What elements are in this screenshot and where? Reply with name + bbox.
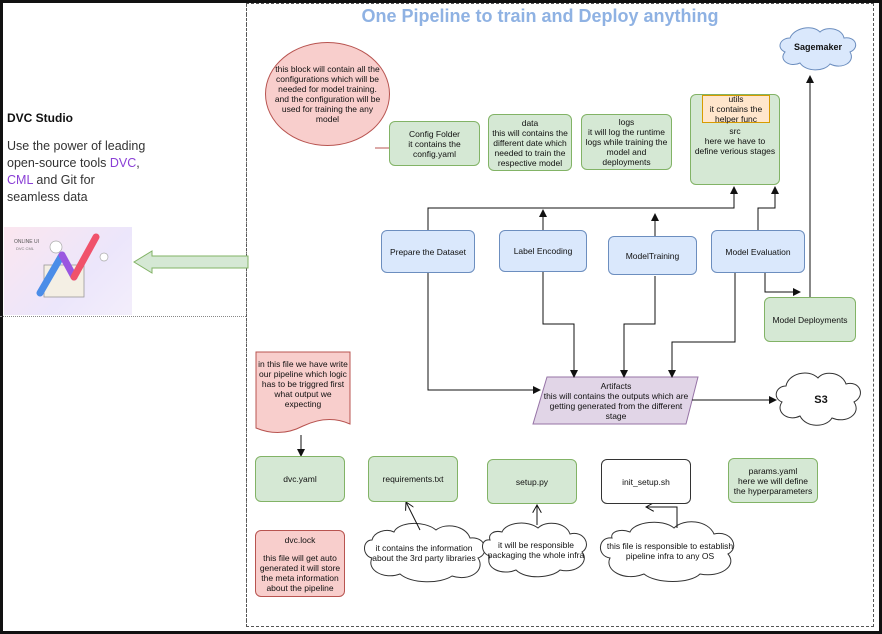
sagemaker-cloud — [779, 27, 857, 71]
requirements-cloud-label: it contains the information about the 3r… — [372, 543, 476, 563]
s3-label: S3 — [814, 394, 828, 406]
pipeline-note-label: in this file we have write our pipeline … — [258, 359, 348, 409]
config-note-circle: this block will contain all the configur… — [265, 42, 390, 146]
sagemaker-label: Sagemaker — [793, 42, 843, 52]
illustration-red-stroke — [70, 233, 100, 281]
dvc-studio-thumbnail[interactable]: ONLINE UI DVC CML — [4, 227, 132, 315]
window-frame-left — [0, 0, 3, 634]
connector-evaluation-to-deployments — [764, 272, 801, 296]
prepare-dataset-box[interactable]: Prepare the Dataset — [381, 230, 475, 273]
artifacts-sub: this will contains the outputs which are… — [543, 391, 689, 421]
connector-prepare-to-src — [427, 186, 738, 230]
dvc-yaml-box[interactable]: dvc.yaml — [255, 456, 345, 502]
model-deployments-box[interactable]: Model Deployments — [764, 297, 856, 342]
connector-label-to-artifacts — [542, 272, 578, 378]
dvc-lock-sub: this file will get auto generated it wil… — [259, 552, 341, 593]
requirements-box[interactable]: requirements.txt — [368, 456, 458, 502]
src-folder-title: src — [729, 126, 741, 136]
thumb-text-2: DVC CML — [16, 246, 35, 251]
artifacts-label: Artifacts this will contains the outputs… — [540, 378, 692, 424]
data-folder-title: data — [521, 117, 539, 128]
connector-evaluation-to-src — [757, 186, 779, 230]
label-encoding-box[interactable]: Label Encoding — [499, 230, 587, 272]
data-folder-sub: this will contains the different date wh… — [492, 127, 568, 168]
params-sub: here we will define the hyperparameters — [733, 475, 813, 496]
window-frame-bottom — [0, 631, 882, 634]
config-folder-box[interactable]: Config Folder it contains the config.yam… — [389, 121, 480, 166]
diagram-title: One Pipeline to train and Deploy anythin… — [361, 6, 719, 26]
canvas-border — [246, 3, 874, 627]
connector-evaluation-to-artifacts — [668, 272, 736, 378]
window-frame-right — [879, 0, 882, 634]
dvc-desc-part-1: Use the power of leading open-source too… — [7, 139, 146, 170]
logs-folder-title: logs — [618, 117, 635, 127]
utils-sub: it contains the helper func — [709, 104, 763, 124]
requirements-cloud — [364, 523, 486, 583]
params-title: params.yaml — [748, 465, 798, 476]
data-folder-box[interactable]: data this will contains the different da… — [488, 114, 572, 171]
illustration-dot — [99, 252, 109, 262]
connector-requirements-cloud — [406, 502, 421, 531]
artifacts-title: Artifacts — [600, 381, 632, 391]
config-folder-title: Config Folder — [408, 128, 461, 139]
cml-link[interactable]: CML — [7, 173, 33, 187]
dvc-lock-box[interactable]: dvc.lock this file will get auto generat… — [255, 530, 345, 597]
window-frame-top — [0, 0, 882, 3]
left-panel-divider — [0, 316, 246, 317]
init-setup-box[interactable]: init_setup.sh — [601, 459, 691, 504]
config-folder-sub: it contains the config.yaml — [408, 138, 461, 159]
model-evaluation-box[interactable]: Model Evaluation — [711, 230, 805, 273]
logs-folder-box[interactable]: logs it will log the runtime logs while … — [581, 114, 672, 170]
utils-box[interactable]: utils it contains the helper func — [702, 94, 770, 124]
thumb-text-1: ONLINE UI — [14, 239, 39, 245]
src-folder-sub: here we have to define verious stages — [694, 136, 776, 156]
pipeline-note-shape — [255, 351, 351, 433]
illustration-purple-stroke — [58, 251, 78, 281]
params-yaml-box[interactable]: params.yaml here we will define the hype… — [728, 458, 818, 503]
green-arrow-to-dvc-studio — [133, 250, 249, 274]
artifacts-shape — [532, 376, 699, 425]
setup-cloud — [482, 522, 587, 578]
illustration-bubble — [49, 240, 63, 254]
utils-title: utils — [728, 94, 744, 104]
setup-cloud-label: it will be responsible packaging the who… — [487, 540, 585, 560]
connector-prepare-to-artifacts — [427, 272, 541, 394]
connector-init-cloud — [646, 507, 678, 528]
connector-training-to-artifacts — [620, 276, 656, 378]
model-training-box[interactable]: ModelTraining — [608, 236, 697, 275]
init-setup-cloud-label: this file is responsible to establish pi… — [606, 541, 734, 561]
setup-py-box[interactable]: setup.py — [487, 459, 577, 504]
illustration-blue-stroke — [36, 251, 66, 297]
dvc-desc-part-2: and Git for seamless data — [7, 173, 95, 204]
dvc-studio-heading: DVC Studio — [7, 111, 73, 125]
dvc-studio-description: Use the power of leading open-source too… — [7, 138, 147, 206]
logs-folder-sub: it will log the runtime logs while train… — [585, 127, 668, 167]
dvc-lock-title: dvc.lock — [284, 534, 316, 545]
dvc-link[interactable]: DVC — [109, 156, 137, 170]
init-setup-cloud — [600, 521, 735, 582]
s3-cloud — [775, 372, 861, 426]
dvc-desc-sep: , — [136, 156, 140, 170]
dvc-studio-illustration: ONLINE UI DVC CML — [14, 233, 109, 298]
